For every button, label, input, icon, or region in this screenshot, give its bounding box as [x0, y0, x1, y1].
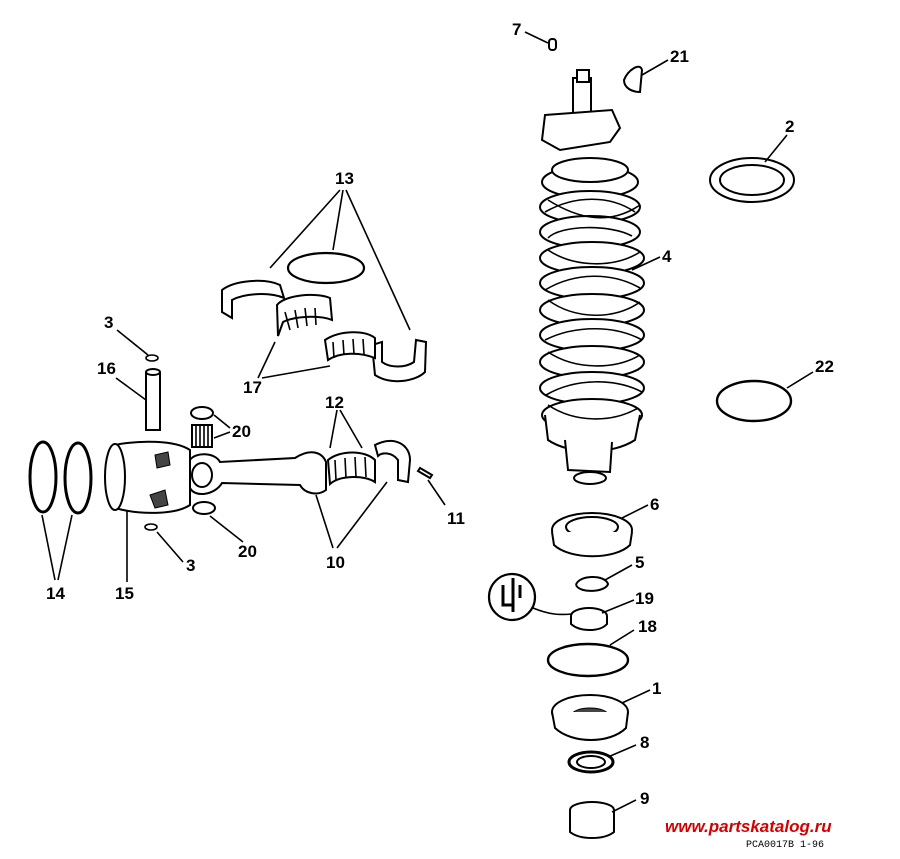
bearing-housing: [551, 694, 629, 741]
callout-10: 10: [326, 553, 345, 572]
needle-cages: [275, 293, 376, 362]
callout-11: 11: [447, 509, 465, 528]
callout-18: 18: [638, 617, 657, 636]
piston: [104, 440, 191, 514]
callout-3-top: 3: [104, 313, 113, 332]
callout-1: 1: [652, 679, 661, 698]
connecting-rod: [189, 440, 412, 495]
flywheel-key: [622, 65, 644, 94]
callout-17: 17: [243, 378, 262, 397]
retaining-ring-bottom: [144, 523, 158, 531]
piston-rings: [28, 440, 93, 515]
callout-20-top: 20: [232, 422, 251, 441]
roller-bearing: [551, 512, 633, 558]
callout-19: 19: [635, 589, 654, 608]
callout-21: 21: [670, 47, 689, 66]
callout-4: 4: [662, 247, 672, 266]
sleeve: [569, 801, 615, 839]
drawing-code: PCA0017B 1-96: [746, 840, 825, 851]
lower-seal: [567, 750, 615, 774]
leader-lines: [41, 31, 814, 813]
callout-5: 5: [635, 553, 644, 572]
o-ring-small: [546, 642, 630, 678]
bearing-liners: [221, 251, 428, 383]
retaining-ring-top: [145, 354, 159, 362]
rod-screw: [416, 466, 434, 480]
callout-20-bottom: 20: [238, 542, 257, 561]
callout-9: 9: [640, 789, 649, 808]
lubricant-symbol-icon: [487, 572, 573, 622]
seal-ring: [709, 157, 795, 203]
callout-8: 8: [640, 733, 649, 752]
crankshaft: [539, 69, 645, 485]
callout-14: 14: [46, 584, 65, 603]
callout-16: 16: [97, 359, 116, 378]
retaining-ring: [575, 576, 610, 592]
callout-13: 13: [335, 169, 354, 188]
callout-3-bottom: 3: [186, 556, 195, 575]
callout-22: 22: [815, 357, 834, 376]
callout-15: 15: [115, 584, 134, 603]
callout-7: 7: [512, 20, 521, 39]
callout-6: 6: [650, 495, 659, 514]
piston-pin: [145, 368, 161, 431]
pin-bearing: [190, 406, 216, 515]
callout-labels: 7 21 2 4 22 6 5 19 18 1 8 9 13 17 3 16 2…: [46, 20, 834, 808]
woodruff-key: [548, 38, 557, 51]
callout-12: 12: [325, 393, 344, 412]
callout-2: 2: [785, 117, 794, 136]
o-ring-large: [715, 379, 793, 423]
oil-seal: [570, 607, 608, 631]
watermark-url: www.partskatalog.ru: [665, 817, 832, 836]
crankpin-cages: [326, 451, 376, 487]
